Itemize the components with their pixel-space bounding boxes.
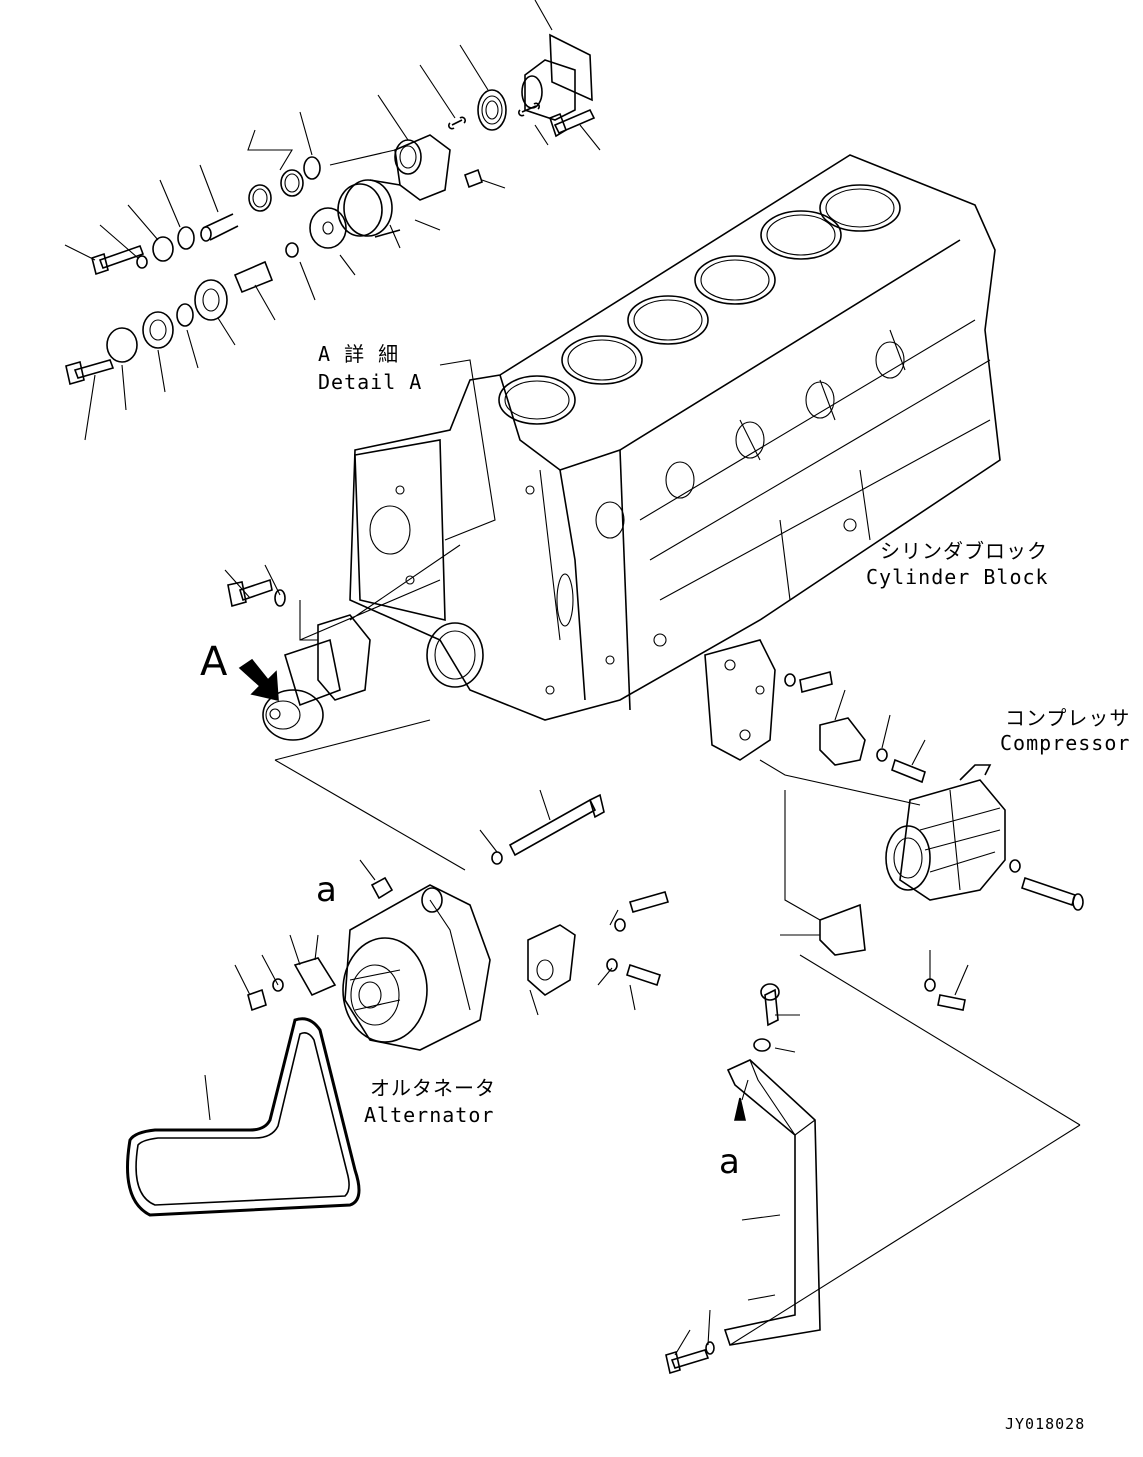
detail-a-exploded-parts [65, 0, 600, 440]
alternator-label-jp: オルタネータ [370, 1076, 496, 1100]
v-belt-drawing [128, 1019, 360, 1215]
detail-a-label-jp: A 詳 細 [318, 342, 400, 366]
cylinder-block-drawing [350, 155, 1000, 760]
support-bracket-drawing [666, 790, 1080, 1373]
tensioner-assembly [225, 545, 460, 740]
compressor-drawing [760, 672, 1083, 910]
reference-a-top: a [316, 870, 338, 910]
cylinder-block-label-jp: シリンダブロック [880, 539, 1048, 563]
cylinder-block-label-en: Cylinder Block [866, 565, 1049, 589]
compressor-label-en: Compressor [1000, 731, 1131, 755]
compressor-label-jp: コンプレッサ [1005, 706, 1131, 730]
detail-a-label-en: Detail A [318, 370, 423, 394]
reference-a-bottom: a [719, 1142, 741, 1182]
alternator-label-en: Alternator [364, 1103, 495, 1127]
view-a-marker: A [200, 639, 229, 685]
alternator-drawing [235, 720, 668, 1050]
drawing-code: JY018028 [1005, 1415, 1086, 1433]
